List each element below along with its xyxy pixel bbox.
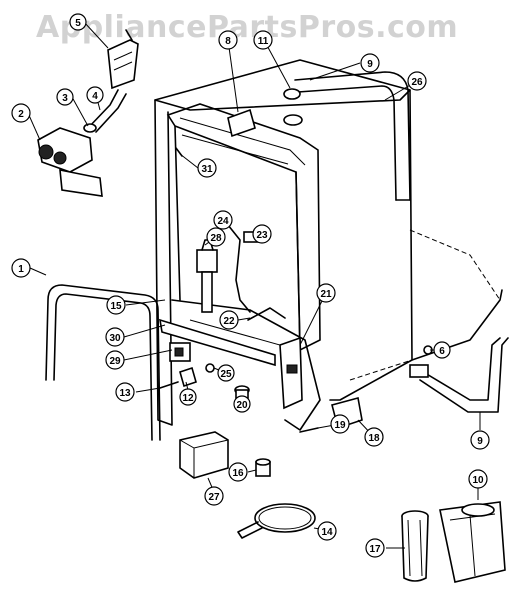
callout-26: 26 bbox=[407, 71, 427, 91]
callout-30: 30 bbox=[105, 327, 125, 347]
svg-text:12: 12 bbox=[182, 393, 194, 404]
heater-22 bbox=[247, 307, 286, 321]
svg-text:10: 10 bbox=[472, 475, 484, 486]
svg-text:6: 6 bbox=[439, 346, 445, 357]
svg-text:15: 15 bbox=[110, 301, 122, 312]
filter-10 bbox=[439, 501, 506, 583]
callout-28: 28 bbox=[206, 227, 226, 247]
callout-4: 4 bbox=[86, 86, 104, 104]
callout-20: 20 bbox=[233, 395, 251, 413]
washer-25 bbox=[205, 363, 215, 373]
ring-14 bbox=[237, 503, 316, 539]
callout-15: 15 bbox=[106, 295, 126, 315]
svg-text:31: 31 bbox=[201, 164, 213, 175]
float-28 bbox=[196, 239, 218, 313]
callout-8: 8 bbox=[218, 30, 238, 50]
callout-31: 31 bbox=[197, 158, 217, 178]
svg-text:4: 4 bbox=[92, 91, 98, 102]
svg-text:29: 29 bbox=[109, 356, 121, 367]
svg-text:8: 8 bbox=[225, 36, 231, 47]
rail-30 bbox=[158, 318, 276, 367]
callout-27: 27 bbox=[204, 486, 224, 506]
callout-17: 17 bbox=[365, 538, 385, 558]
callout-14: 14 bbox=[317, 521, 337, 541]
callout-29: 29 bbox=[105, 350, 125, 370]
svg-text:3: 3 bbox=[62, 93, 68, 104]
callout-9-top: 9 bbox=[360, 53, 380, 73]
tube-17 bbox=[401, 510, 429, 582]
svg-text:22: 22 bbox=[223, 316, 235, 327]
callout-12: 12 bbox=[179, 388, 197, 406]
callout-11: 11 bbox=[253, 30, 273, 50]
callout-3: 3 bbox=[56, 88, 74, 106]
water-valve-2 bbox=[37, 127, 103, 197]
callout-22: 22 bbox=[219, 310, 239, 330]
screw-19 bbox=[299, 427, 319, 433]
callout-25: 25 bbox=[217, 364, 235, 382]
inlet-hose-4 bbox=[83, 89, 127, 133]
cap-16 bbox=[255, 458, 271, 477]
watermark-text: AppliancePartsPros.com bbox=[36, 10, 459, 45]
svg-text:21: 21 bbox=[320, 289, 332, 300]
clip-12 bbox=[179, 366, 197, 388]
svg-text:27: 27 bbox=[208, 492, 220, 503]
svg-text:17: 17 bbox=[369, 544, 381, 555]
callout-6: 6 bbox=[433, 341, 451, 359]
screw-13 bbox=[159, 381, 179, 389]
svg-text:28: 28 bbox=[210, 233, 222, 244]
svg-text:13: 13 bbox=[119, 388, 131, 399]
callout-23: 23 bbox=[252, 224, 272, 244]
svg-text:1: 1 bbox=[18, 264, 24, 275]
callout-13: 13 bbox=[115, 382, 135, 402]
svg-text:20: 20 bbox=[236, 400, 248, 411]
tub-frame bbox=[154, 59, 503, 431]
fill-opening bbox=[283, 114, 303, 126]
callout-16: 16 bbox=[228, 462, 248, 482]
svg-text:19: 19 bbox=[334, 420, 346, 431]
svg-text:18: 18 bbox=[368, 433, 380, 444]
callout-19: 19 bbox=[330, 414, 350, 434]
callout-18: 18 bbox=[364, 427, 384, 447]
callout-9-bottom: 9 bbox=[470, 430, 490, 450]
callout-10: 10 bbox=[468, 469, 488, 489]
svg-text:9: 9 bbox=[367, 59, 373, 70]
hose-26 bbox=[294, 71, 411, 201]
wire-harness bbox=[227, 224, 251, 313]
svg-text:5: 5 bbox=[75, 18, 81, 29]
hinge-8 bbox=[227, 108, 256, 138]
callout-21: 21 bbox=[316, 283, 336, 303]
bracket-5 bbox=[107, 29, 139, 90]
fitting-11 bbox=[283, 88, 301, 100]
svg-text:16: 16 bbox=[232, 468, 244, 479]
callout-2: 2 bbox=[11, 103, 31, 123]
callout-24: 24 bbox=[213, 210, 233, 230]
svg-text:25: 25 bbox=[220, 369, 232, 380]
callout-1: 1 bbox=[11, 258, 31, 278]
svg-text:23: 23 bbox=[256, 230, 268, 241]
box-27 bbox=[179, 431, 229, 479]
svg-text:30: 30 bbox=[109, 333, 121, 344]
svg-text:14: 14 bbox=[321, 527, 333, 538]
door-seal-1 bbox=[45, 284, 161, 441]
drain-hose-9 bbox=[409, 337, 509, 413]
callout-5: 5 bbox=[69, 13, 87, 31]
svg-text:24: 24 bbox=[217, 216, 229, 227]
svg-text:9: 9 bbox=[477, 436, 483, 447]
svg-text:11: 11 bbox=[258, 36, 269, 47]
svg-text:2: 2 bbox=[18, 109, 24, 120]
svg-text:26: 26 bbox=[411, 77, 423, 88]
latch-21 bbox=[279, 336, 303, 410]
